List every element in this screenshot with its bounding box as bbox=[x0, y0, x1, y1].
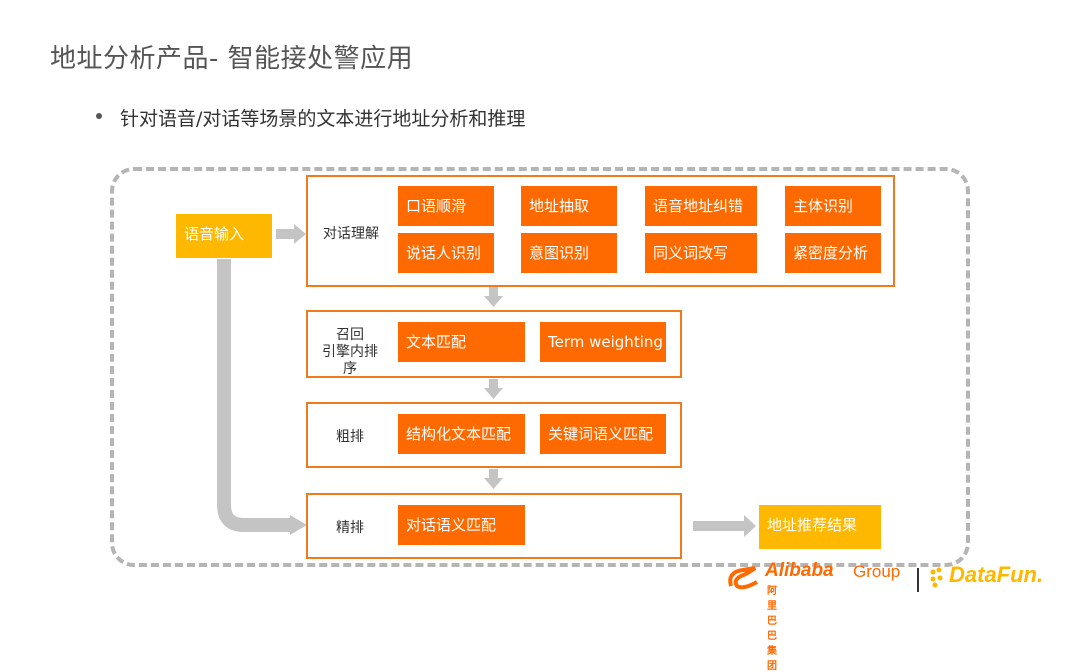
address-recommendation-result-box: 地址推荐结果 bbox=[759, 505, 881, 549]
logo-divider bbox=[917, 568, 919, 592]
bullet-dot bbox=[96, 113, 102, 119]
stage-label-fine-rank: 精排 bbox=[336, 520, 364, 536]
system-boundary bbox=[110, 167, 970, 567]
item-speaker-recognition: 说话人识别 bbox=[398, 233, 494, 273]
arrow-to-output bbox=[693, 521, 745, 531]
item-keyword-semantic-matching: 关键词语义匹配 bbox=[540, 414, 666, 454]
alibaba-logo-icon bbox=[728, 566, 758, 590]
stage-label-recall-line-2: 引擎内排 bbox=[322, 344, 378, 360]
item-intent-recognition: 意图识别 bbox=[521, 233, 617, 273]
item-colloquial-smoothing: 口语顺滑 bbox=[398, 186, 494, 226]
stage-label-dialog-understanding: 对话理解 bbox=[323, 226, 379, 242]
item-address-extraction: 地址抽取 bbox=[521, 186, 617, 226]
datafun-dots-icon bbox=[930, 567, 943, 588]
item-voice-address-correction: 语音地址纠错 bbox=[645, 186, 757, 226]
item-dialog-semantic-matching: 对话语义匹配 bbox=[398, 505, 525, 545]
stage-label-recall-line-1: 召回 bbox=[336, 327, 364, 343]
voice-input-box: 语音输入 bbox=[176, 214, 272, 258]
item-structured-text-matching: 结构化文本匹配 bbox=[398, 414, 525, 454]
item-term-weighting: Term weighting bbox=[540, 322, 666, 362]
item-closeness-analysis: 紧密度分析 bbox=[785, 233, 881, 273]
datafun-wordmark: DataFun. bbox=[949, 562, 1044, 587]
alibaba-group-wordmark: Group bbox=[853, 562, 901, 581]
alibaba-wordmark: Alibaba bbox=[765, 560, 834, 581]
item-subject-recognition: 主体识别 bbox=[785, 186, 881, 226]
arrow-head-input bbox=[294, 224, 306, 244]
arrow-input-to-understanding bbox=[276, 229, 294, 239]
item-text-matching: 文本匹配 bbox=[398, 322, 525, 362]
bullet-text: 针对语音/对话等场景的文本进行地址分析和推理 bbox=[120, 108, 526, 130]
slide-title: 地址分析产品- 智能接处警应用 bbox=[50, 44, 414, 74]
arrow-input-to-fine-rank bbox=[217, 259, 292, 532]
alibaba-cn-wordmark: 阿里巴巴集团 bbox=[767, 586, 778, 672]
stage-label-recall-line-3: 序 bbox=[343, 361, 357, 377]
stage-label-recall: 召回 引擎内排 序 bbox=[314, 327, 386, 378]
stage-label-coarse-rank: 粗排 bbox=[336, 429, 364, 445]
flow-arrows bbox=[217, 224, 756, 537]
item-synonym-rewrite: 同义词改写 bbox=[645, 233, 757, 273]
